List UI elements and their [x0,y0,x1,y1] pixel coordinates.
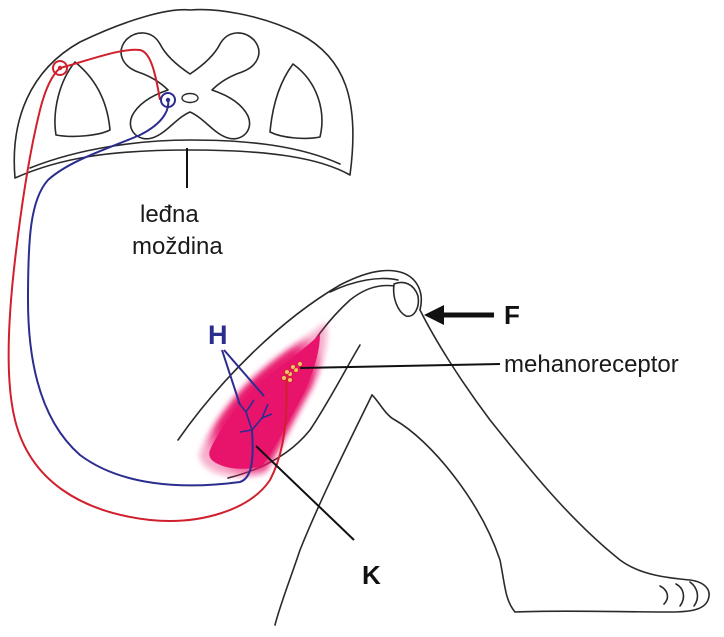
pointer-lines [221,349,501,541]
calf-contour [371,394,516,613]
patella [392,281,420,318]
spinal-cord-label-line1: leđna [140,201,199,228]
motor-fiber-label: H [208,320,228,350]
mechanoreceptor-dots [281,361,303,383]
spinal-cord-outline [13,8,354,179]
shin-front-contour [419,309,710,613]
motor-neuron-body [160,92,176,108]
knee-pit-contour [274,394,373,626]
dorsal-root-ganglion [52,60,68,76]
muscle-label: K [362,560,381,590]
mechanoreceptor-label: mehanoreceptor [504,351,679,378]
muscle-leader-line [255,445,355,541]
motor-endplate-branches [237,399,273,433]
spinal-cord-inner-line [29,139,341,169]
h-leader-line-1 [221,349,241,406]
motor-nerve-blue [26,99,254,487]
spinal-cord-label-line2: moždina [132,233,223,260]
toes [659,581,699,607]
spinal-cord-section [13,8,354,188]
force-arrow [424,305,494,325]
central-canal [181,92,199,104]
grey-matter-butterfly [120,32,260,140]
thigh-top-contour [177,269,422,441]
knee-inner-line [329,277,399,293]
h-leader-line-2 [223,349,265,397]
leg-outline [177,269,710,626]
sensory-nerve-red [7,48,288,522]
receptor-leader-line [299,363,501,369]
white-matter-right [269,63,323,140]
force-label: F [504,300,520,330]
white-matter-left [54,61,111,138]
